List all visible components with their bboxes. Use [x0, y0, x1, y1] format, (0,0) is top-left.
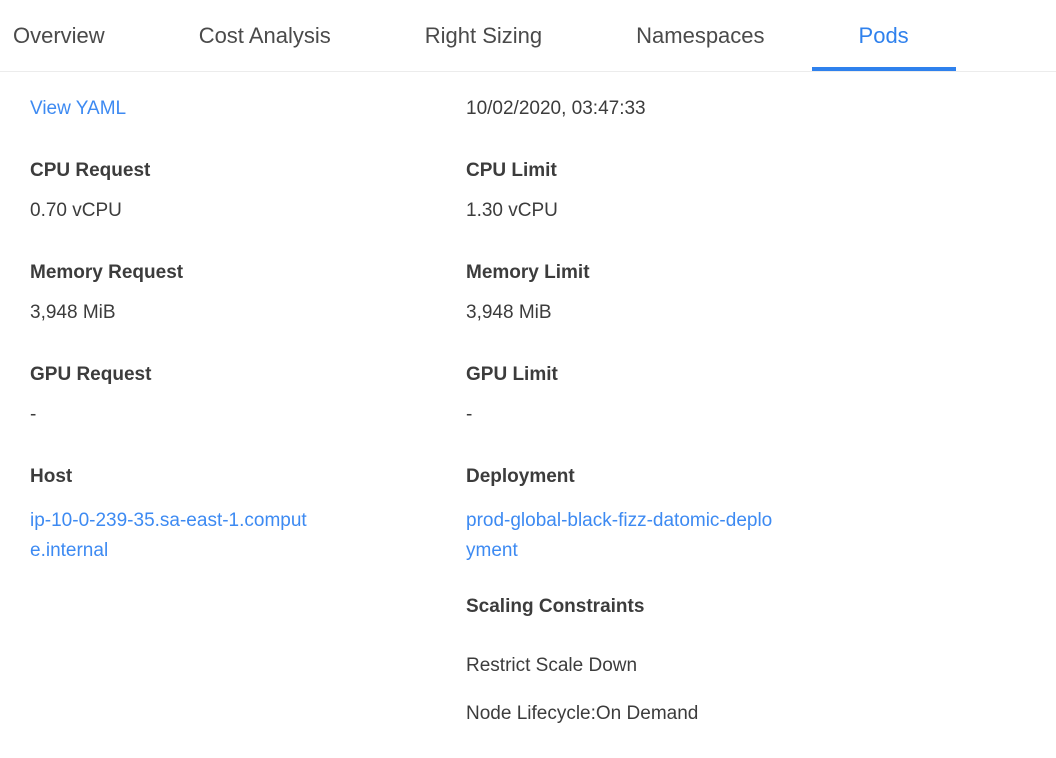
deployment-link[interactable]: prod-global-black-fizz-datomic-deploymen… [466, 510, 773, 561]
memory-limit-value: 3,948 MiB [466, 302, 552, 323]
field-memory-limit: Memory Limit 3,948 MiB [466, 262, 1026, 323]
scaling-constraint-restrict-scale-down: Restrict Scale Down [466, 655, 638, 676]
field-cpu-limit: CPU Limit 1.30 vCPU [466, 160, 1026, 221]
details-left-column: View YAML CPU Request 0.70 vCPU Memory R… [30, 98, 466, 724]
view-yaml-link[interactable]: View YAML [30, 98, 127, 119]
gpu-limit-label: GPU Limit [466, 364, 558, 385]
memory-request-label: Memory Request [30, 262, 184, 283]
details-right-column: 10/02/2020, 03:47:33 CPU Limit 1.30 vCPU… [466, 98, 1026, 724]
field-gpu-limit: GPU Limit - [466, 364, 1026, 425]
memory-request-value: 3,948 MiB [30, 302, 116, 323]
field-host: Host ip-10-0-239-35.sa-east-1.compute.in… [30, 466, 466, 566]
pod-details-panel: View YAML CPU Request 0.70 vCPU Memory R… [0, 72, 1056, 724]
last-updated-timestamp: 10/02/2020, 03:47:33 [466, 98, 646, 119]
gpu-request-label: GPU Request [30, 364, 152, 385]
tab-namespaces[interactable]: Namespaces [636, 22, 765, 48]
scaling-constraints-title: Scaling Constraints [466, 596, 645, 617]
memory-limit-label: Memory Limit [466, 262, 590, 283]
field-memory-request: Memory Request 3,948 MiB [30, 262, 466, 323]
scaling-constraint-node-lifecycle: Node Lifecycle:On Demand [466, 703, 699, 724]
cpu-request-value: 0.70 vCPU [30, 200, 122, 221]
deployment-label: Deployment [466, 466, 575, 487]
gpu-limit-value: - [466, 404, 473, 425]
host-label: Host [30, 466, 73, 487]
cpu-limit-label: CPU Limit [466, 160, 557, 181]
gpu-request-value: - [30, 404, 37, 425]
cpu-limit-value: 1.30 vCPU [466, 200, 558, 221]
cpu-request-label: CPU Request [30, 160, 151, 181]
field-deployment: Deployment prod-global-black-fizz-datomi… [466, 466, 1026, 566]
tab-cost-analysis[interactable]: Cost Analysis [198, 22, 331, 48]
tab-bar: Overview Cost Analysis Right Sizing Name… [0, 0, 1056, 72]
field-cpu-request: CPU Request 0.70 vCPU [30, 160, 466, 221]
tab-right-sizing[interactable]: Right Sizing [424, 22, 543, 48]
field-gpu-request: GPU Request - [30, 364, 466, 425]
tab-overview[interactable]: Overview [13, 22, 105, 48]
host-link[interactable]: ip-10-0-239-35.sa-east-1.compute.interna… [30, 510, 307, 561]
tab-pods[interactable]: Pods [811, 0, 956, 71]
